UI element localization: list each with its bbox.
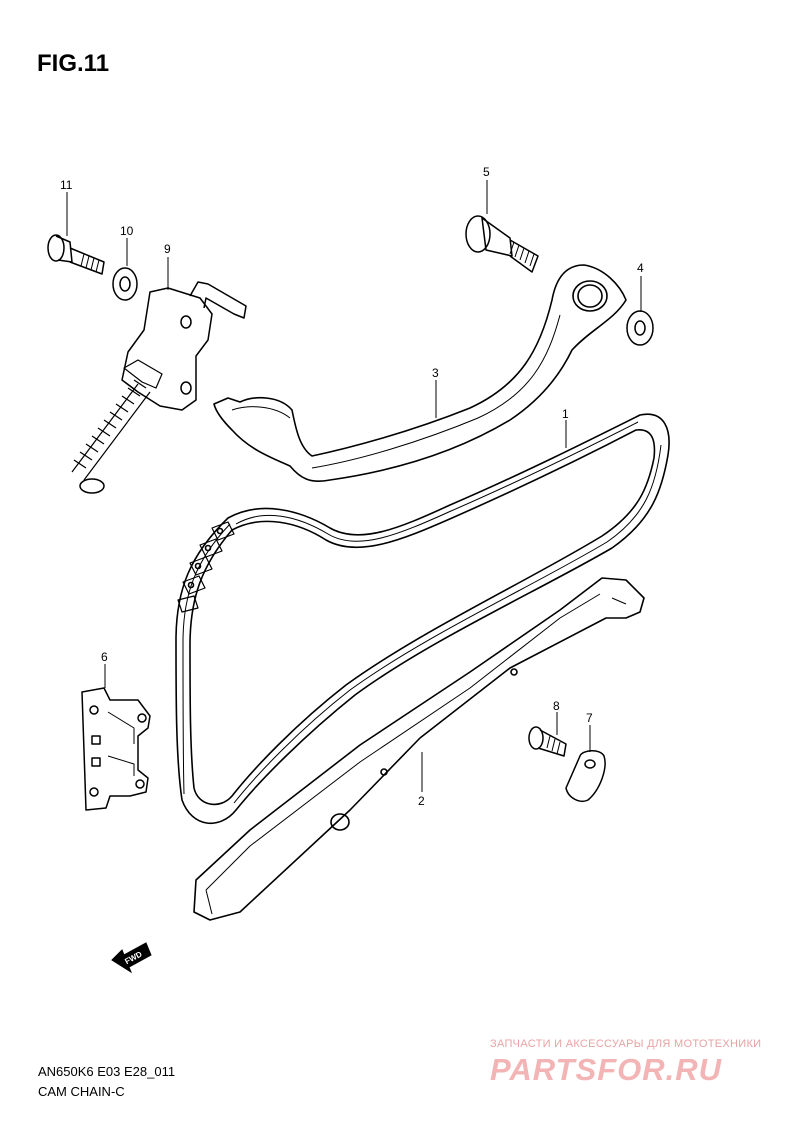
bolt-8-head [528, 726, 544, 750]
gasket-6 [81, 687, 151, 811]
callout-2: 2 [418, 794, 425, 808]
pivot-bolt-head [465, 215, 491, 253]
callout-6: 6 [101, 650, 108, 664]
pivot-bolt-thread [509, 241, 535, 267]
gasket-bolt-hole [89, 787, 99, 797]
bolt-8 [528, 726, 567, 757]
adjuster-spring [71, 379, 151, 481]
leader-lines [66, 180, 642, 792]
chain-guide-outline [193, 577, 645, 921]
callout-5: 5 [483, 165, 490, 179]
gasket-rib [107, 711, 135, 776]
adjuster-mount-hole [180, 315, 192, 329]
tensioner-guide-inner-edge [231, 314, 561, 469]
fwd-arrow-shape [111, 942, 152, 974]
callout-9: 9 [164, 242, 171, 256]
gasket-bolt-hole [137, 713, 147, 723]
adjuster-mount-hole [180, 381, 192, 395]
callout-10: 10 [120, 224, 134, 238]
cam-chain-pin [187, 581, 195, 589]
gasket-slot [91, 757, 101, 767]
tensioner-guide-outline [213, 264, 627, 482]
washer-10-inner [119, 276, 131, 292]
callout-7: 7 [586, 711, 593, 725]
callout-11: 11 [60, 178, 73, 192]
chain-guide-hole [510, 668, 518, 676]
forward-direction-arrow: FWD [111, 942, 152, 974]
bracket-7 [565, 750, 606, 802]
washer-outer [626, 310, 654, 346]
washer-4 [626, 310, 654, 346]
tensioner-guide-pivot-boss [572, 280, 608, 312]
washer-10 [112, 267, 138, 301]
watermark-tagline: ЗАПЧАСТИ И АКСЕССУАРЫ ДЛЯ МОТОТЕХНИКИ [490, 1038, 762, 1050]
chain-guide-hole [380, 768, 388, 776]
gasket-outline [81, 687, 151, 811]
callout-labels: 1 2 3 4 5 6 7 8 9 10 11 [60, 165, 644, 808]
adjuster-clip [189, 281, 247, 319]
adjuster-body [121, 287, 213, 411]
cam-chain [175, 413, 670, 824]
cam-chain-outer-edge [175, 413, 670, 824]
washer-10-outer [112, 267, 138, 301]
cam-chain-link-line [182, 421, 662, 804]
adjuster-latch [123, 359, 163, 389]
flange-bolt-thread [80, 253, 100, 273]
chain-guide-rib [205, 593, 627, 915]
flange-bolt-flange [47, 234, 65, 262]
pivot-bolt-shank [481, 217, 539, 273]
gasket-bolt-hole [135, 779, 145, 789]
bracket-outline [565, 750, 606, 802]
chain-tensioner-guide [213, 264, 627, 482]
figure-title: FIG.11 [37, 50, 110, 77]
callout-1: 1 [562, 407, 569, 421]
washer-inner [634, 320, 646, 336]
bolt-8-thread [546, 735, 561, 755]
chain-guide-mount-boss [330, 813, 350, 831]
chain-guide-lower [193, 577, 645, 921]
cam-chain-pin [204, 544, 212, 552]
tensioner-guide-pivot-hole [577, 284, 603, 308]
bracket-hole [584, 759, 596, 769]
watermark-brand: PARTSFOR.RU [490, 1052, 723, 1087]
adjuster-spring-end [79, 478, 105, 494]
cam-chain-pin [194, 562, 202, 570]
pivot-bolt-5 [465, 215, 539, 273]
cam-chain-sprocket-links [177, 521, 235, 613]
cam-chain-pin [216, 527, 224, 535]
section-name: CAM CHAIN-C [38, 1084, 125, 1099]
callout-4: 4 [637, 261, 644, 275]
gasket-slot [91, 735, 101, 745]
callout-3: 3 [432, 366, 439, 380]
flange-bolt-head [55, 235, 73, 263]
flange-bolt-11 [47, 234, 105, 275]
model-code: AN650K6 E03 E28_011 [38, 1064, 176, 1079]
callout-8: 8 [553, 699, 560, 713]
gasket-bolt-hole [89, 705, 99, 715]
tensioner-adjuster-9 [71, 281, 247, 494]
cam-chain-inner-edge [189, 429, 656, 806]
bolt-8-shank [537, 729, 567, 757]
